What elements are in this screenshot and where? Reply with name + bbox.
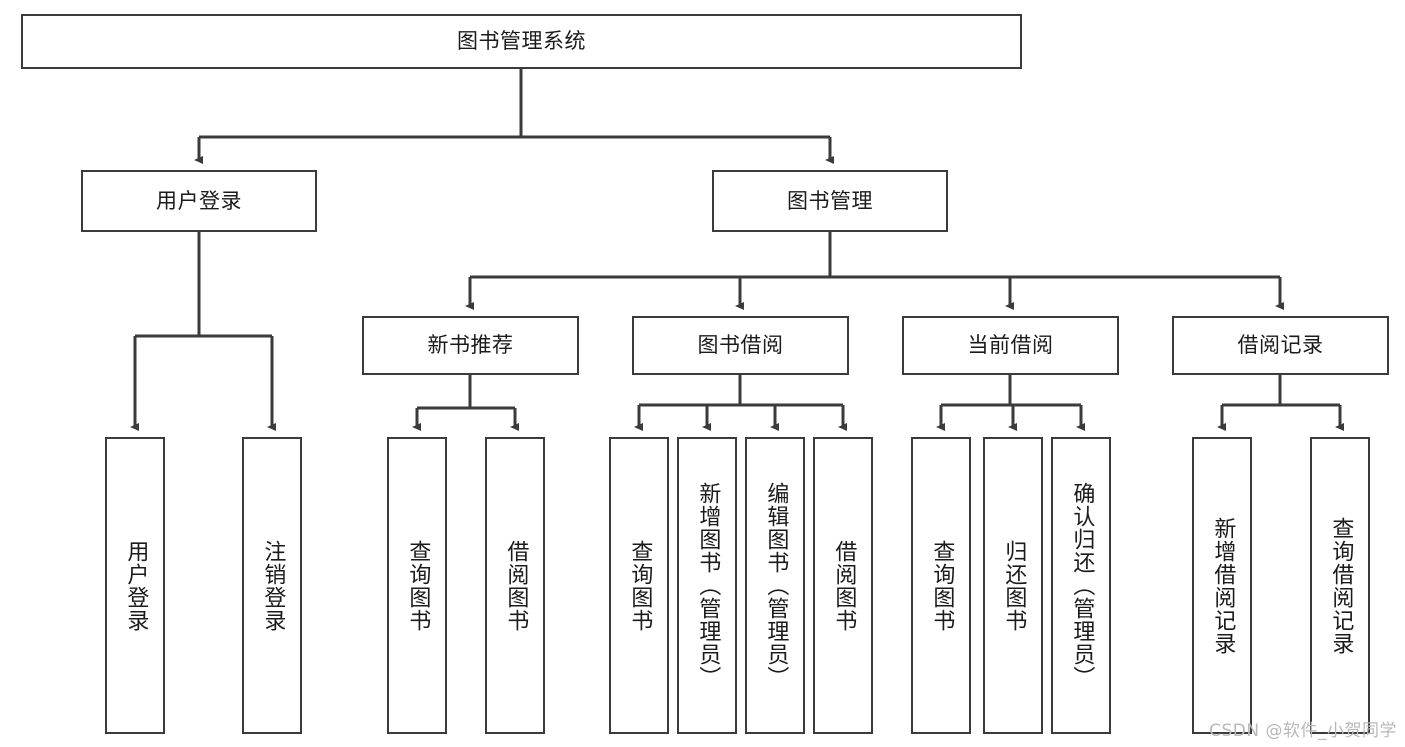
- node-leaf-add-borrow-record[interactable]: 新增借阅记录: [1192, 437, 1252, 734]
- node-leaf-add-book-admin-label: 新增图书（管理员）: [695, 482, 721, 689]
- node-new-book-recommend[interactable]: 新书推荐: [362, 316, 579, 375]
- node-book-borrow-label: 图书借阅: [697, 333, 784, 358]
- node-leaf-borrow-book-2[interactable]: 借阅图书: [813, 437, 873, 734]
- node-leaf-add-borrow-record-label: 新增借阅记录: [1210, 516, 1236, 655]
- node-root[interactable]: 图书管理系统: [21, 14, 1022, 69]
- node-leaf-query-borrow-record-label: 查询借阅记录: [1328, 516, 1354, 655]
- node-leaf-user-login-label: 用户登录: [123, 539, 149, 632]
- node-borrow-record-label: 借阅记录: [1237, 333, 1324, 358]
- node-root-label: 图书管理系统: [457, 29, 586, 54]
- node-leaf-logout-login-label: 注销登录: [260, 539, 286, 632]
- node-leaf-edit-book-admin[interactable]: 编辑图书（管理员）: [745, 437, 805, 734]
- node-leaf-confirm-return-admin[interactable]: 确认归还（管理员）: [1051, 437, 1111, 734]
- node-leaf-query-book-1[interactable]: 查询图书: [387, 437, 447, 734]
- node-leaf-borrow-book-1-label: 借阅图书: [503, 539, 529, 632]
- node-leaf-borrow-book-2-label: 借阅图书: [831, 539, 857, 632]
- node-current-borrow-label: 当前借阅: [967, 333, 1054, 358]
- node-leaf-query-book-2-label: 查询图书: [627, 539, 653, 632]
- node-leaf-query-book-3[interactable]: 查询图书: [911, 437, 971, 734]
- node-leaf-query-book-3-label: 查询图书: [929, 539, 955, 632]
- node-leaf-query-borrow-record[interactable]: 查询借阅记录: [1310, 437, 1370, 734]
- node-leaf-return-book-label: 归还图书: [1001, 539, 1027, 632]
- node-new-book-recommend-label: 新书推荐: [427, 333, 514, 358]
- node-leaf-confirm-return-admin-label: 确认归还（管理员）: [1069, 482, 1095, 689]
- node-current-borrow[interactable]: 当前借阅: [902, 316, 1119, 375]
- node-leaf-return-book[interactable]: 归还图书: [983, 437, 1043, 734]
- node-book-manage[interactable]: 图书管理: [712, 170, 948, 232]
- node-user-login-label: 用户登录: [156, 188, 242, 213]
- node-leaf-user-login[interactable]: 用户登录: [105, 437, 165, 734]
- node-user-login[interactable]: 用户登录: [81, 170, 317, 232]
- node-book-manage-label: 图书管理: [787, 188, 873, 213]
- node-leaf-query-book-2[interactable]: 查询图书: [609, 437, 669, 734]
- node-leaf-edit-book-admin-label: 编辑图书（管理员）: [763, 482, 789, 689]
- watermark: CSDN @软件_小贺同学: [1209, 721, 1397, 741]
- node-leaf-add-book-admin[interactable]: 新增图书（管理员）: [677, 437, 737, 734]
- node-book-borrow[interactable]: 图书借阅: [632, 316, 849, 375]
- node-leaf-logout-login[interactable]: 注销登录: [242, 437, 302, 734]
- node-leaf-query-book-1-label: 查询图书: [405, 539, 431, 632]
- node-borrow-record[interactable]: 借阅记录: [1172, 316, 1389, 375]
- node-leaf-borrow-book-1[interactable]: 借阅图书: [485, 437, 545, 734]
